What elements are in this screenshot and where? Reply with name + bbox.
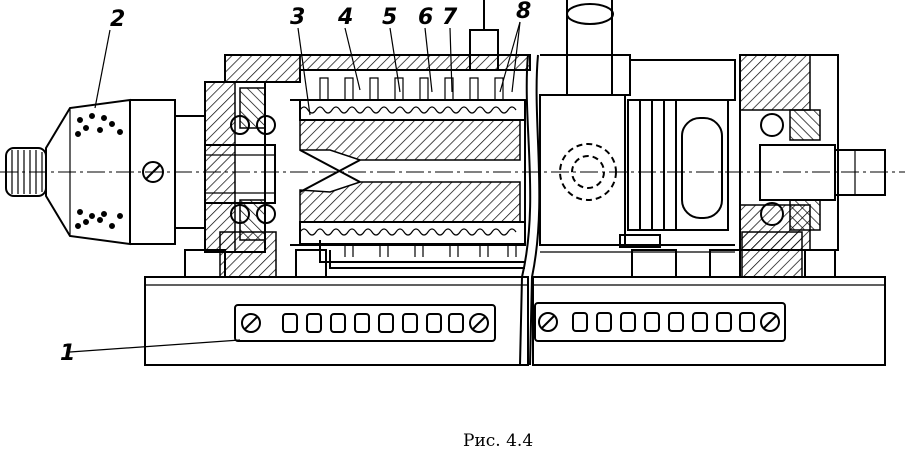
- figure-caption: Рис. 4.4: [463, 431, 533, 451]
- housing-left: [204, 0, 531, 269]
- callout-4: 4: [337, 5, 353, 30]
- callout-5: 5: [382, 5, 397, 30]
- callout-1: 1: [60, 341, 75, 366]
- housing-right: [539, 0, 886, 253]
- break-line: [519, 54, 541, 366]
- leader-lines: [69, 21, 521, 353]
- callout-7: 7: [442, 5, 458, 30]
- terminal-strip-left: [234, 304, 496, 342]
- terminal-strip-right: [534, 302, 786, 342]
- base-plate: [144, 276, 886, 366]
- callout-2: 2: [110, 7, 125, 32]
- support-feet: [184, 231, 836, 278]
- callout-8: 8: [516, 0, 531, 24]
- callout-3: 3: [290, 5, 305, 30]
- callout-6: 6: [418, 5, 433, 30]
